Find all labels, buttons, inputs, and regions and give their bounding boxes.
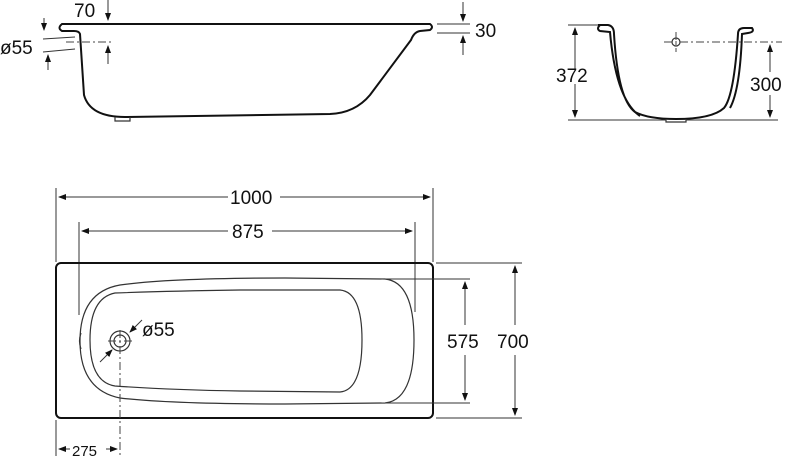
inner-length-label: 875 xyxy=(232,222,264,243)
inner-width-label: 575 xyxy=(447,332,479,353)
drain-diameter-label: ø55 xyxy=(142,320,175,341)
overall-length-label: 1000 xyxy=(230,188,272,209)
overflow-diameter-label: ø55 xyxy=(0,38,33,59)
tub-floor-outline xyxy=(89,289,363,393)
end-view-outline xyxy=(597,24,754,121)
top-view: 1000 875 ø55 575 700 275 xyxy=(55,188,529,458)
overflow-mark xyxy=(78,332,82,350)
side-view-outline xyxy=(58,23,433,119)
end-view: 372 300 xyxy=(556,24,782,123)
overflow-height-label: 300 xyxy=(750,75,782,96)
side-view: 70 ø55 30 xyxy=(0,0,496,122)
rim-height-label: 30 xyxy=(475,21,496,42)
overall-width-label: 700 xyxy=(497,332,529,353)
rim-offset-label: 70 xyxy=(74,1,95,22)
drain-offset-label: 275 xyxy=(72,443,97,458)
tub-outer-rim xyxy=(55,262,434,419)
side-foot xyxy=(114,117,131,122)
total-height-label: 372 xyxy=(556,66,588,87)
